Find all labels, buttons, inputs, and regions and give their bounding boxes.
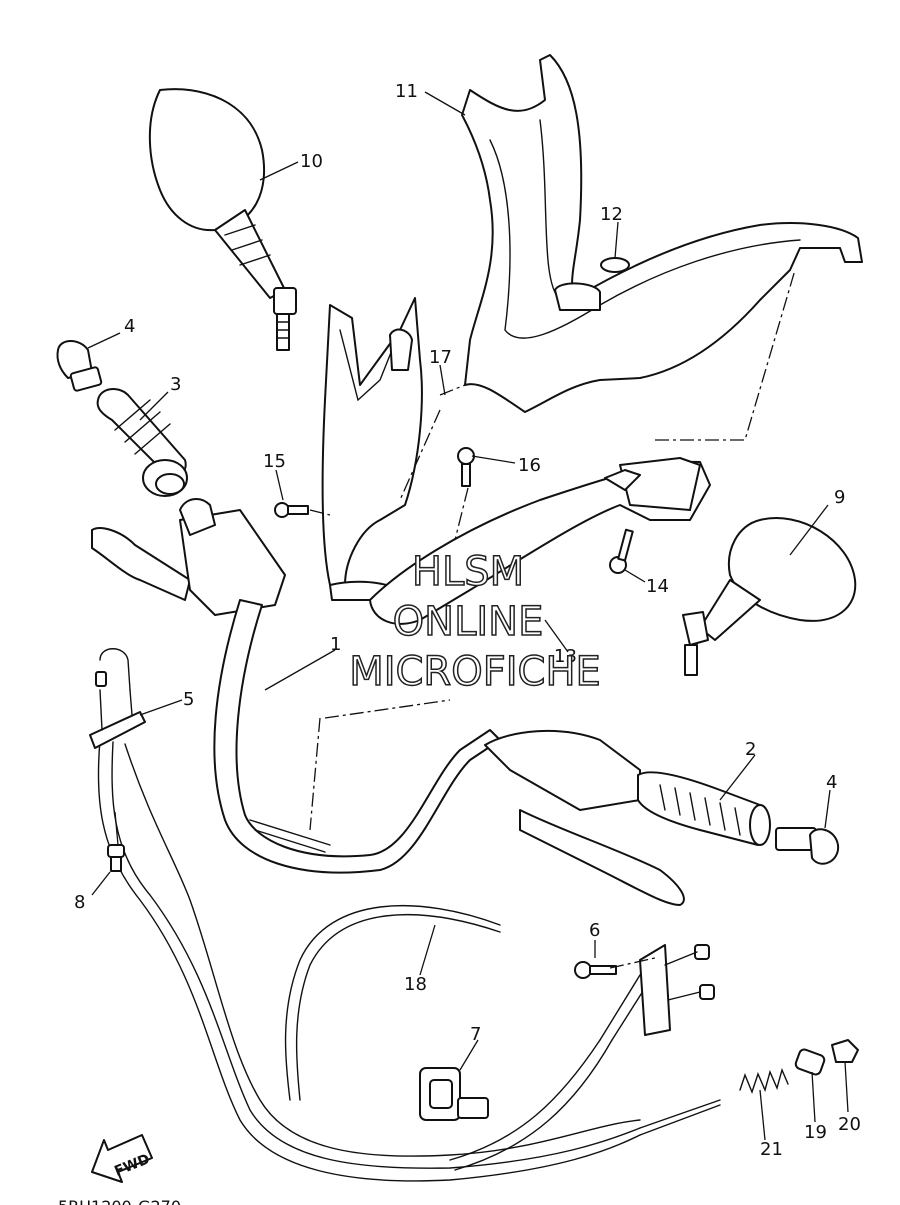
- drawing-code: 5RU1200-G270: [58, 1197, 181, 1205]
- callout-2: 2: [745, 739, 756, 760]
- callout-12: 12: [600, 204, 623, 225]
- right-grip-lever: [484, 729, 771, 906]
- callout-17: 17: [429, 347, 452, 368]
- callout-4-right: 4: [826, 772, 837, 793]
- mirror-left: [148, 88, 297, 351]
- screws: [107, 447, 634, 979]
- callout-3: 3: [170, 374, 181, 395]
- callout-16: 16: [518, 455, 541, 476]
- callout-13: 13: [554, 646, 577, 667]
- callout-9: 9: [834, 487, 845, 508]
- adjuster-19: [794, 1048, 826, 1076]
- cover-front-left: [321, 297, 423, 601]
- watermark: HLSM ONLINE MICROFICHE: [348, 548, 601, 696]
- switch-7: [419, 1067, 489, 1121]
- callout-4-left: 4: [124, 316, 135, 337]
- watermark-line-3: MICROFICHE: [349, 649, 601, 695]
- watermark-line-2: ONLINE: [393, 599, 544, 645]
- callout-7: 7: [470, 1024, 481, 1045]
- cable-assembly: [97, 739, 721, 1182]
- grip-end-right: [775, 827, 840, 865]
- fwd-arrow-icon: FWD: [91, 1134, 153, 1183]
- spring-21: [739, 1067, 789, 1095]
- callout-11: 11: [395, 81, 418, 102]
- callout-10: 10: [300, 151, 323, 172]
- callout-21: 21: [760, 1139, 783, 1160]
- leader-lines: [87, 91, 849, 1141]
- callout-19: 19: [804, 1122, 827, 1143]
- callout-14: 14: [646, 576, 669, 597]
- callout-5: 5: [183, 689, 194, 710]
- callout-labels: 1 2 3 4 4 5 6 7 8 9 10 11 12 13 14 15 16…: [74, 81, 861, 1160]
- callout-8: 8: [74, 892, 85, 913]
- callout-18: 18: [404, 974, 427, 995]
- callout-15: 15: [263, 451, 286, 472]
- callout-6: 6: [589, 920, 600, 941]
- callout-20: 20: [838, 1114, 861, 1135]
- throttle-grip: [96, 388, 188, 497]
- cable-bracket: [639, 944, 715, 1036]
- watermark-line-1: HLSM: [412, 549, 524, 595]
- cover-lower: [369, 457, 711, 625]
- left-lever-switch: [91, 498, 286, 616]
- callout-1: 1: [330, 634, 341, 655]
- cable-joint: [89, 648, 146, 749]
- mirror-right: [682, 517, 857, 676]
- grip-end-left: [56, 340, 103, 392]
- handlebar-cover-upper: [461, 54, 863, 413]
- nut-20: [831, 1039, 859, 1063]
